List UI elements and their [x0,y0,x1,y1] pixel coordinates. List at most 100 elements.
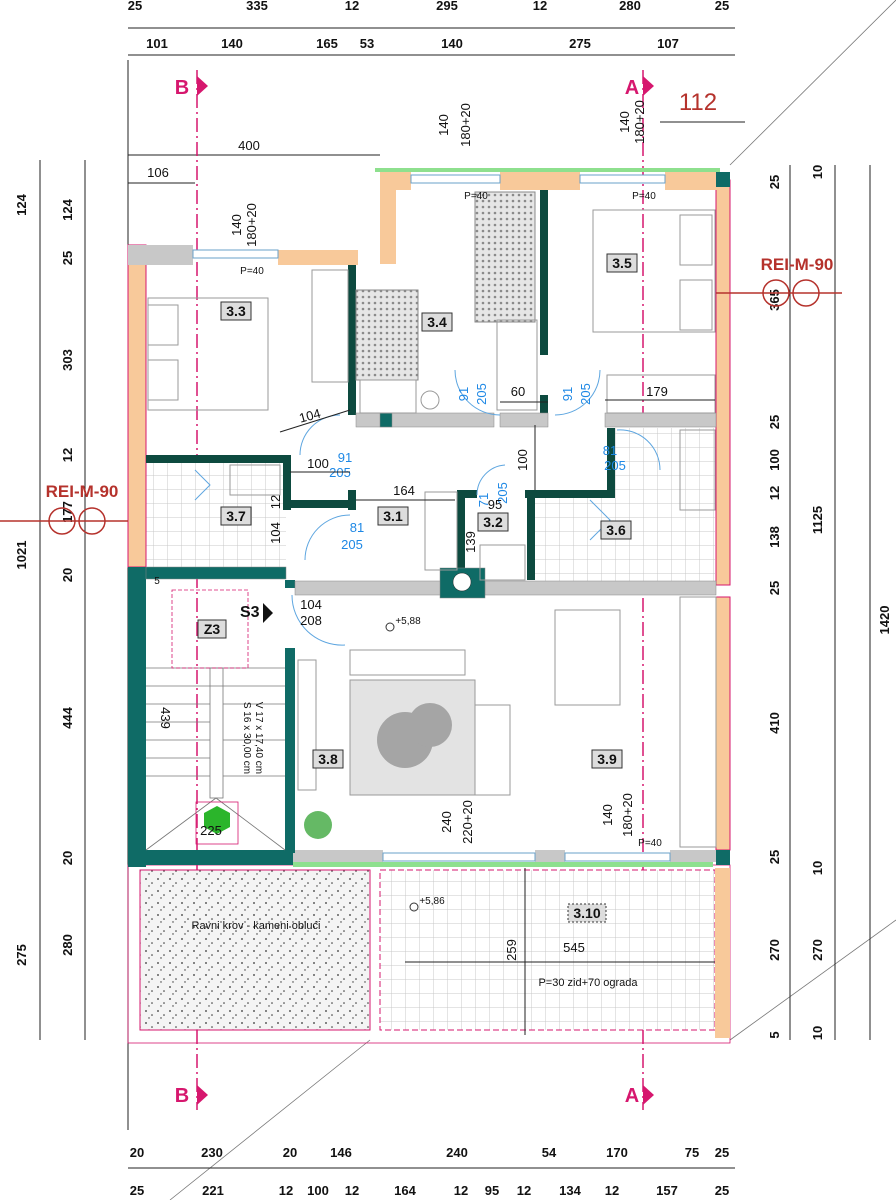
svg-text:101: 101 [146,36,168,51]
svg-text:107: 107 [657,36,679,51]
svg-text:60: 60 [511,384,525,399]
svg-text:303: 303 [60,349,75,371]
svg-text:140: 140 [441,36,463,51]
right-dimensions: 25 365 25 100 12 138 25 410 25 270 5 10 … [767,165,892,1040]
svg-text:95: 95 [488,497,502,512]
svg-text:S3: S3 [240,604,260,621]
svg-text:138: 138 [767,526,782,548]
svg-text:12: 12 [279,1183,293,1198]
room-label-3-7: 3.7 [226,508,246,524]
exterior-walls [127,172,731,867]
svg-text:25: 25 [767,175,782,189]
svg-text:+5,86: +5,86 [419,896,445,907]
svg-text:P=40: P=40 [240,266,264,277]
svg-text:180+20: 180+20 [244,203,259,247]
svg-text:205: 205 [474,383,489,405]
flat-roof-label: Ravni krov - kameni oblući [192,920,321,932]
terrace-dim-545: 545 [563,940,585,955]
section-mark-b-bottom: B [175,1085,189,1107]
railing-label: P=30 zid+70 ograda [538,977,638,989]
svg-text:1021: 1021 [14,541,29,570]
svg-text:240: 240 [439,811,454,833]
svg-text:140: 140 [600,804,615,826]
room-label-3-6: 3.6 [606,522,626,538]
svg-text:100: 100 [767,449,782,471]
svg-text:10: 10 [810,1026,825,1040]
svg-text:230: 230 [201,1145,223,1160]
svg-text:444: 444 [60,706,75,728]
site-line [729,919,896,1041]
svg-text:180+20: 180+20 [632,100,647,144]
svg-text:170: 170 [606,1145,628,1160]
room-label-3-5: 3.5 [612,255,632,271]
svg-text:12: 12 [60,448,75,462]
svg-text:10: 10 [810,861,825,875]
svg-text:91: 91 [560,387,575,401]
svg-text:12: 12 [345,0,359,13]
svg-text:140: 140 [436,114,451,136]
svg-text:164: 164 [393,483,415,498]
svg-text:12: 12 [517,1183,531,1198]
svg-text:335: 335 [246,0,268,13]
svg-text:12: 12 [533,0,547,13]
stairs-labels: S3 439 V 17 x 17,40 cm S 16 x 30,00 cm 2… [158,604,264,838]
svg-text:12: 12 [345,1183,359,1198]
svg-text:25: 25 [767,581,782,595]
room-label-3-9: 3.9 [597,751,617,767]
svg-text:1420: 1420 [877,606,892,635]
svg-text:140: 140 [221,36,243,51]
svg-text:25: 25 [130,1183,144,1198]
svg-text:157: 157 [656,1183,678,1198]
svg-text:275: 275 [569,36,591,51]
dim-400: 400 [238,138,260,153]
svg-text:439: 439 [158,707,173,729]
terrace-3-10 [379,869,716,1031]
room-label-3-10: 3.10 [573,905,600,921]
svg-text:75: 75 [685,1145,699,1160]
section-mark-a-bottom: A [625,1085,639,1107]
svg-text:177: 177 [60,501,75,523]
svg-text:25: 25 [715,1145,729,1160]
level-markers: +5,88 +5,86 [385,616,445,912]
svg-text:1125: 1125 [810,506,825,534]
room-label-3-3: 3.3 [226,303,246,319]
svg-text:220+20: 220+20 [460,800,475,844]
svg-text:S 16 x 30,00 cm: S 16 x 30,00 cm [241,702,252,774]
section-mark-b-top: B [175,77,189,99]
svg-text:410: 410 [767,712,782,734]
flat-roof-gravel [139,869,371,1031]
svg-text:270: 270 [767,939,782,961]
svg-text:20: 20 [283,1145,297,1160]
svg-text:91: 91 [338,450,352,465]
svg-text:205: 205 [578,383,593,405]
dim-112: 112 [679,89,717,116]
svg-text:P=40: P=40 [632,191,656,202]
svg-text:P=40: P=40 [464,191,488,202]
svg-text:20: 20 [130,1145,144,1160]
svg-text:20: 20 [60,851,75,865]
svg-text:P=40: P=40 [638,838,662,849]
svg-text:164: 164 [394,1183,416,1198]
svg-text:12: 12 [767,486,782,500]
svg-text:12: 12 [605,1183,619,1198]
svg-text:REI-M-90: REI-M-90 [46,482,119,501]
door-labels: 91 205 91 205 91 205 81 205 81 205 71 20… [300,383,626,628]
svg-text:205: 205 [341,537,363,552]
svg-text:81: 81 [603,443,617,458]
svg-text:54: 54 [542,1145,557,1160]
furniture [147,191,717,848]
doors [194,369,661,646]
svg-text:270: 270 [810,939,825,961]
bottom-dimensions: 20 230 20 146 240 54 170 75 25 25 221 12… [130,1145,729,1198]
svg-text:275: 275 [14,944,29,966]
room-label-3-2: 3.2 [483,514,503,530]
svg-text:25: 25 [60,251,75,265]
windows [192,168,720,867]
dim-106: 106 [147,165,169,180]
fire-wall-marker-left: REI-M-90 [0,482,128,535]
left-dimensions: 124 1021 275 124 25 303 12 177 20 444 20… [14,193,75,965]
svg-text:53: 53 [360,36,374,51]
svg-text:81: 81 [350,520,364,535]
room-label-3-4: 3.4 [427,314,447,330]
